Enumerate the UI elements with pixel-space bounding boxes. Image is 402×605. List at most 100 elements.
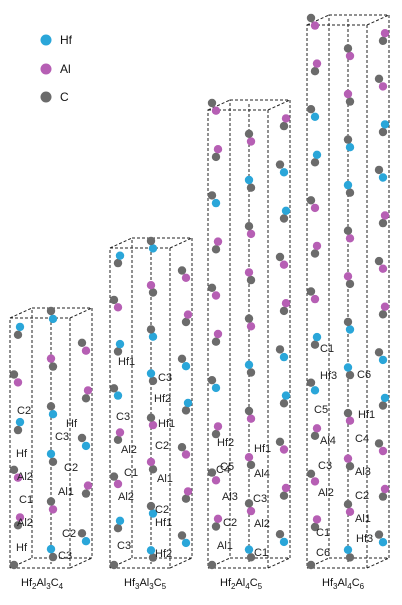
hf-atom bbox=[244, 545, 254, 554]
cell-back bbox=[131, 237, 193, 559]
c-atom bbox=[13, 425, 23, 435]
c-atom bbox=[211, 522, 221, 531]
legend-item-hf: Hf bbox=[40, 33, 73, 47]
al-atom bbox=[345, 416, 355, 425]
unit-cell-1 bbox=[109, 237, 193, 569]
atoms-0 bbox=[9, 306, 93, 570]
cell-edge bbox=[366, 557, 390, 569]
c-atom bbox=[374, 74, 384, 84]
c-atom bbox=[343, 44, 353, 53]
c-atom bbox=[345, 462, 355, 471]
c-atom bbox=[374, 165, 384, 175]
c-atom bbox=[275, 160, 285, 169]
al-atom bbox=[13, 473, 23, 482]
site-label: Hf3 bbox=[320, 370, 337, 382]
c-atom bbox=[113, 435, 123, 444]
hf-atom bbox=[380, 120, 390, 129]
hf-atom bbox=[345, 143, 355, 152]
cell-back bbox=[229, 99, 291, 559]
site-label: Al2 bbox=[17, 471, 33, 483]
c-atom bbox=[343, 500, 353, 509]
al-atom bbox=[15, 513, 25, 522]
al-atom bbox=[244, 268, 254, 277]
c-atom bbox=[310, 340, 320, 349]
al-atom bbox=[310, 294, 320, 304]
al-atom bbox=[211, 291, 221, 300]
site-label: C3 bbox=[58, 550, 72, 562]
cell-edge bbox=[207, 557, 231, 569]
c-atom bbox=[81, 394, 91, 403]
unit-cell-3 bbox=[306, 14, 390, 569]
c-atom bbox=[146, 413, 156, 422]
site-label: C1 bbox=[254, 547, 268, 559]
c-atom bbox=[9, 560, 19, 570]
site-label: Hf1 bbox=[155, 517, 172, 529]
al-atom bbox=[380, 211, 390, 220]
c-atom bbox=[113, 347, 123, 356]
c-atom bbox=[211, 337, 221, 346]
c-atom bbox=[207, 191, 217, 200]
al-atom bbox=[343, 454, 353, 463]
site-label: Al2 bbox=[118, 491, 134, 503]
c-atom bbox=[113, 258, 123, 268]
c-atom bbox=[211, 429, 221, 439]
hf-atom bbox=[279, 168, 289, 177]
al-atom bbox=[378, 82, 388, 91]
al-atom bbox=[81, 346, 91, 355]
labels-hf3al4c6: C1 Hf3 C6 C5 Hf1 Al4 C4 C3 Al3 Al2 C2 Al… bbox=[314, 343, 375, 559]
hf-atom bbox=[343, 180, 353, 190]
site-label: Hf3 bbox=[356, 533, 373, 545]
cell-edge bbox=[366, 14, 390, 26]
c-atom bbox=[244, 314, 254, 323]
al-atom bbox=[345, 51, 355, 61]
hf-atom-icon bbox=[40, 34, 52, 46]
hf-atom bbox=[115, 251, 125, 260]
hf-atom bbox=[281, 391, 291, 400]
c-atom bbox=[81, 489, 91, 498]
al-atom bbox=[281, 114, 291, 123]
caption-hf2al3c4: Hf2Al3C4 bbox=[21, 577, 64, 591]
c-atom bbox=[378, 492, 388, 501]
c-atom bbox=[343, 408, 353, 418]
c-atom bbox=[9, 370, 19, 379]
caption-hf3al3c5: Hf3Al3C5 bbox=[124, 577, 167, 591]
c-atom bbox=[306, 378, 316, 387]
site-label: C3 bbox=[116, 411, 130, 423]
c-atom bbox=[146, 236, 156, 246]
c-atom bbox=[374, 348, 384, 357]
hf-atom bbox=[181, 538, 191, 548]
hf-atom bbox=[181, 362, 191, 371]
site-label: Al2 bbox=[17, 517, 33, 529]
cell-edge bbox=[169, 237, 193, 249]
hf-atom bbox=[312, 150, 322, 159]
al-atom bbox=[345, 234, 355, 243]
c-atom bbox=[310, 158, 320, 167]
hf-atom bbox=[48, 410, 58, 419]
c-atom bbox=[345, 97, 355, 106]
c-atom bbox=[207, 560, 217, 570]
al-atom bbox=[310, 477, 320, 486]
al-atom bbox=[378, 446, 388, 456]
al-atom bbox=[113, 479, 123, 489]
al-atom bbox=[312, 241, 322, 251]
c-atom bbox=[148, 465, 158, 474]
site-label: Hf bbox=[16, 542, 28, 554]
site-label: C2 bbox=[155, 504, 169, 516]
c-atom bbox=[46, 402, 56, 411]
site-label: Al2 bbox=[254, 518, 270, 530]
hf-atom bbox=[380, 393, 390, 403]
cell-edge bbox=[9, 557, 33, 569]
al-atom bbox=[343, 89, 353, 99]
c-atom bbox=[48, 552, 58, 562]
al-atom bbox=[380, 29, 390, 38]
c-atom bbox=[378, 401, 388, 410]
hf-atom bbox=[146, 546, 156, 555]
legend-label-c: C bbox=[60, 90, 69, 104]
c-atom bbox=[48, 457, 58, 466]
al-atom bbox=[115, 428, 125, 437]
cell-edge bbox=[69, 557, 93, 569]
c-atom bbox=[279, 399, 289, 408]
cell-edge bbox=[9, 307, 33, 319]
cell-edge bbox=[306, 557, 330, 569]
c-atom bbox=[207, 468, 217, 477]
